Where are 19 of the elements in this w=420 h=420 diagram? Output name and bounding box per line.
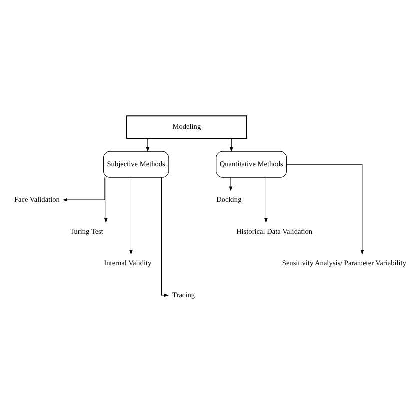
node-text: Face Validation bbox=[14, 194, 60, 204]
node-text: Turing Test bbox=[70, 226, 104, 236]
node-text: Internal Validity bbox=[104, 258, 152, 268]
arrow bbox=[104, 176, 108, 223]
arrow bbox=[146, 138, 150, 152]
node-text: Tracing bbox=[172, 290, 196, 299]
arrow bbox=[229, 177, 233, 191]
node-box: Subjective Methods bbox=[103, 150, 170, 178]
arrow bbox=[162, 177, 170, 297]
node-text: Docking bbox=[216, 194, 242, 204]
arrow bbox=[286, 164, 364, 254]
arrow bbox=[264, 176, 268, 223]
node-box: Quantitative Methods bbox=[216, 150, 288, 178]
arrow bbox=[62, 177, 106, 202]
node-text: Sensitivity Analysis/ Parameter Variability bbox=[282, 258, 407, 268]
node-box: Modeling bbox=[126, 115, 248, 139]
arrow bbox=[230, 138, 234, 152]
arrow bbox=[130, 177, 133, 254]
node-text: Historical Data Validation bbox=[236, 226, 313, 236]
